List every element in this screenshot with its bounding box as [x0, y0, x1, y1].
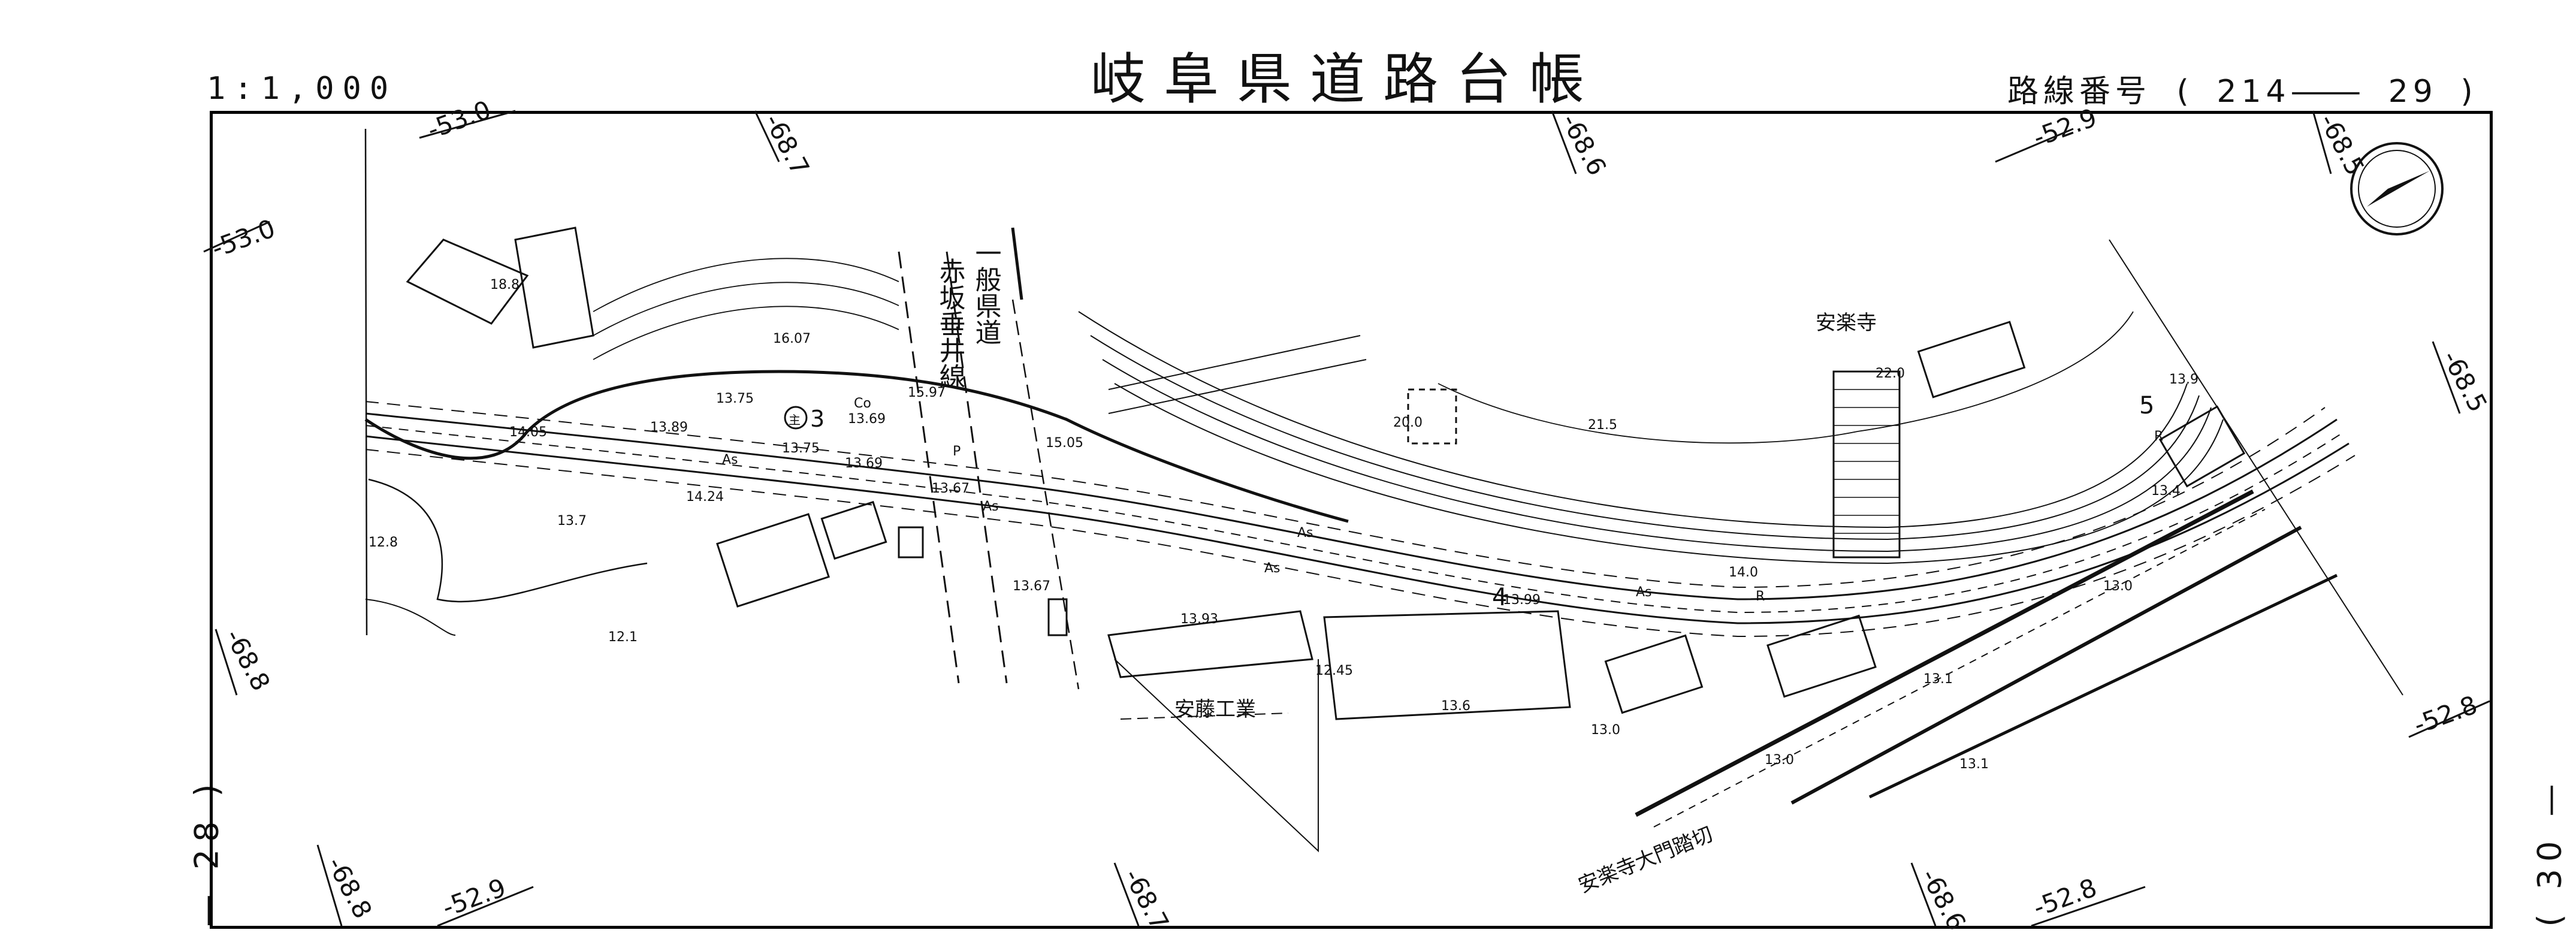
elevation: 13.0: [2103, 579, 2133, 594]
grid-label: -52.8: [2410, 690, 2481, 739]
km-mark: 5: [2139, 392, 2154, 419]
north-arrow-icon: [2350, 142, 2444, 236]
elevation: 13.69: [848, 412, 886, 427]
elevation: 13.4: [2151, 484, 2181, 499]
factory-name: 安藤工業: [1174, 698, 1256, 721]
road-code: R: [2154, 429, 2163, 444]
elevation: 21.5: [1588, 418, 1617, 433]
grid-label: -53.0: [424, 95, 495, 144]
road-code: As: [1297, 526, 1313, 541]
elevation: 15.97: [908, 385, 946, 400]
route-sheet: 29: [2388, 74, 2438, 110]
road-name-col1: 一般県道: [971, 240, 1001, 345]
road-code: As: [722, 452, 738, 467]
elevation: 15.05: [1046, 436, 1083, 451]
grid-label: -68.8: [219, 624, 276, 696]
elevation: 12.8: [369, 535, 398, 550]
grid-label: -52.9: [439, 872, 510, 922]
elevation: 13.89: [650, 420, 688, 435]
road-code: As: [1636, 585, 1652, 600]
route-marker-number: 3: [810, 406, 825, 432]
elevation: 12.45: [1315, 663, 1353, 678]
grid-label: -68.5: [2436, 346, 2493, 417]
route-number: 214: [2216, 74, 2291, 110]
elevation: 13.9: [2169, 372, 2198, 387]
elevation: 13.7: [557, 514, 587, 529]
grid-label: -68.7: [759, 109, 815, 180]
elevation: 13.67: [1013, 579, 1050, 594]
road-code: As: [983, 499, 999, 514]
route-number-label: 路線番号 ( 214 — 29 ): [2007, 66, 2478, 111]
elevation: 12.1: [608, 630, 638, 645]
road-name-col2: 赤坂垂井線: [935, 258, 965, 390]
road-code: As: [1264, 561, 1281, 576]
route-dash: —: [2288, 74, 2375, 110]
elevation: 13.6: [1441, 699, 1470, 714]
road-code: Co: [854, 396, 871, 411]
elevation: 13.1: [1959, 757, 1989, 772]
map-frame: [210, 111, 2493, 926]
elevation: 16.07: [773, 331, 811, 346]
elevation: 14.24: [686, 490, 724, 505]
elevation: 18.8: [490, 277, 520, 292]
grid-label: -53.0: [208, 213, 279, 263]
crossing-name: 安楽寺大門踏切: [1575, 822, 1716, 898]
route-open-paren: (: [2176, 74, 2194, 110]
route-close-paren: ): [2460, 74, 2478, 110]
elevation: 22.0: [1876, 366, 1905, 381]
grid-label: -52.9: [2030, 102, 2101, 152]
route-label-text: 路線番号: [2007, 74, 2152, 110]
map-frame-bottom: [210, 926, 2493, 929]
elevation: 13.99: [1503, 593, 1541, 608]
grid-label: -68.7: [1118, 864, 1174, 935]
scale-label: 1:1,000: [207, 71, 397, 107]
elevation: 13.0: [1765, 753, 1794, 768]
map-title: 岐阜県道路台帳: [1091, 47, 1603, 111]
road-code: R: [1756, 589, 1765, 604]
grid-label: -68.6: [1915, 864, 1971, 935]
temple-name: 安楽寺: [1816, 311, 1877, 335]
elevation: 13.93: [1180, 612, 1218, 627]
elevation: 13.0: [1591, 723, 1620, 738]
km-mark: 4: [1492, 584, 1507, 611]
elevation: 13.67: [932, 481, 970, 496]
elevation: 13.1: [1923, 672, 1953, 687]
elevation: 13.69: [845, 456, 883, 471]
elevation: 13.75: [716, 391, 754, 406]
elevation: 14.0: [1729, 565, 1758, 580]
elevation: 20.0: [1393, 415, 1423, 430]
elevation: 14.05: [509, 425, 547, 440]
route-marker: 主 3: [784, 406, 825, 432]
elevation: 13.75: [782, 441, 820, 456]
route-marker-symbol: 主: [789, 413, 801, 427]
road-code: P: [953, 444, 961, 459]
